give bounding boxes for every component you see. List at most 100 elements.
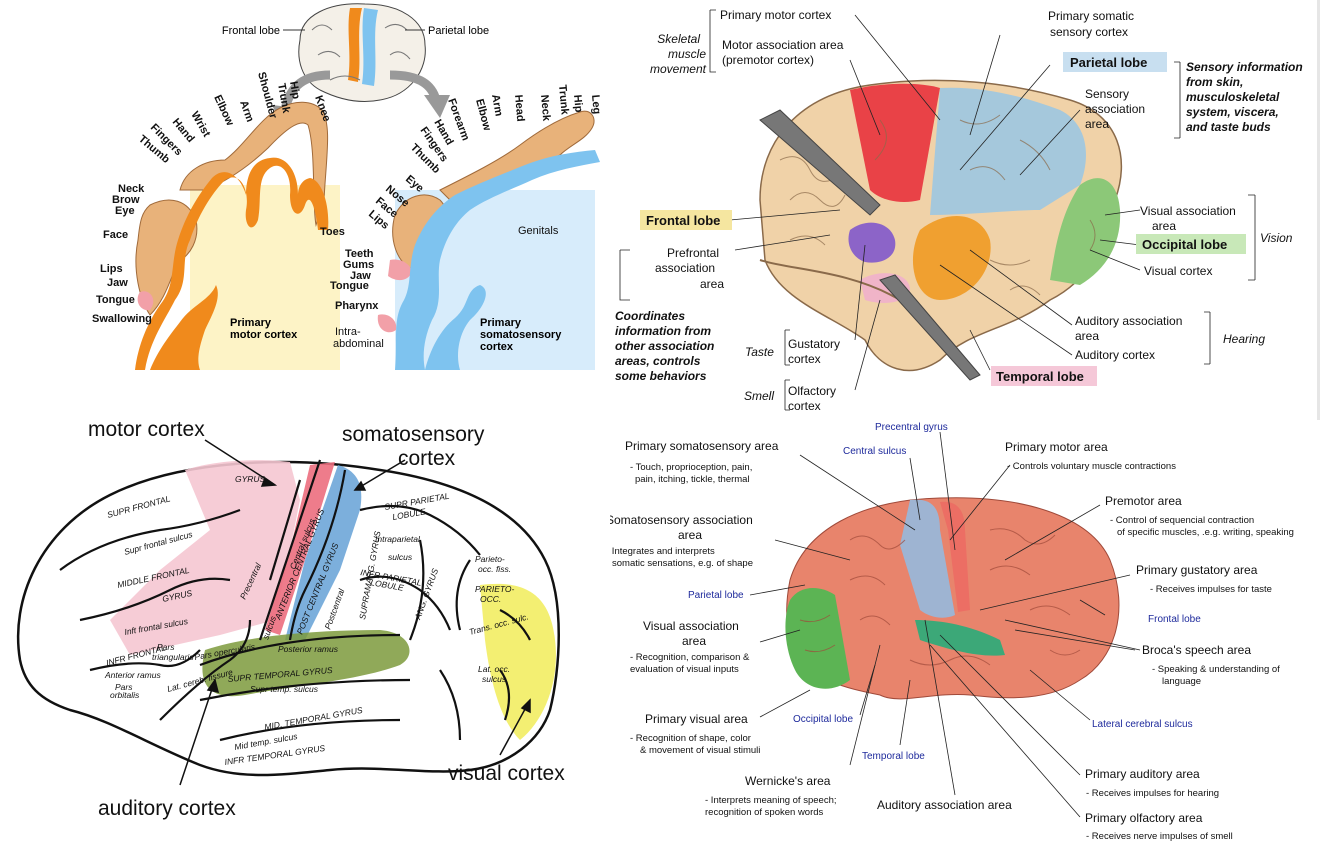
visual-assoc-label: Visual association xyxy=(1140,204,1236,218)
auditory-assoc-label: Auditory association xyxy=(1075,314,1182,328)
gyrus-label: Supr temp. sulcus xyxy=(250,684,319,694)
wernicke-desc: - Interprets meaning of speech; xyxy=(705,795,837,806)
wernicke-desc: recognition of spoken words xyxy=(705,807,824,818)
primary-somatic-label: Primary somatic xyxy=(1048,9,1134,23)
central-sulcus-label: Central sulcus xyxy=(843,446,906,457)
sensory-part-label: Gums xyxy=(343,259,374,271)
sensory-assoc-label: Sensory xyxy=(1085,87,1129,101)
sensory-info-label: and taste buds xyxy=(1186,120,1271,134)
olfactory-label: cortex xyxy=(788,399,821,413)
somatosensory-label: somatosensory xyxy=(342,423,485,446)
visual-assoc-label: area xyxy=(682,634,706,648)
somato-assoc-label: area xyxy=(678,528,702,542)
vision-label: Vision xyxy=(1260,231,1293,245)
somato-assoc-label: Somatosensory association xyxy=(610,513,753,527)
premotor-desc: of specific muscles, .e.g. writing, spea… xyxy=(1117,527,1294,538)
brain-outline xyxy=(16,459,560,777)
broca-label: Broca's speech area xyxy=(1142,643,1251,657)
sensory-part-label: abdominal xyxy=(333,338,384,350)
sensory-part-label: Trunk xyxy=(556,84,571,116)
sensory-part-label: Intra- xyxy=(335,326,361,338)
sensory-part-label: Neck xyxy=(538,94,552,122)
prefrontal-label: area xyxy=(700,277,724,291)
parietal-lobe-label: Parietal lobe xyxy=(428,25,489,37)
gyrus-label: triangularis xyxy=(152,652,194,662)
brain-illustration xyxy=(759,79,1123,381)
occipital-lobe-label: Occipital lobe xyxy=(793,714,853,725)
sensory-part-label: Pharynx xyxy=(335,300,379,312)
skeletal-label: muscle xyxy=(668,47,706,61)
primary-somato-desc: - Touch, proprioception, pain, xyxy=(630,462,752,473)
auditory-assoc-label: Auditory association area xyxy=(877,798,1012,812)
somatosensory-label: cortex xyxy=(398,447,456,470)
sensory-part-label: Genitals xyxy=(518,225,559,237)
small-brain-icon xyxy=(298,3,426,103)
lateral-sulcus-label: Lateral cerebral sulcus xyxy=(1092,719,1193,730)
coordinates-label: some behaviors xyxy=(615,369,707,383)
motor-part-label: Face xyxy=(103,229,128,241)
motor-part-label: Shoulder xyxy=(255,71,279,121)
sensory-part-label: Arm xyxy=(489,93,505,117)
broca-desc: - Speaking & understanding of xyxy=(1152,664,1280,675)
gyrus-label: occ. fiss. xyxy=(478,564,511,574)
occipital-lobe-tag: Occipital lobe xyxy=(1142,237,1227,252)
motor-assoc-label: (premotor cortex) xyxy=(722,53,814,67)
gyrus-label: PARIETO- xyxy=(475,584,515,594)
sensory-part-label: Elbow xyxy=(473,98,493,133)
primary-visual-desc: & movement of visual stimuli xyxy=(640,745,760,756)
sensory-cortex-title: cortex xyxy=(480,341,514,353)
gustatory-label: cortex xyxy=(788,352,821,366)
premotor-desc: - Control of sequencial contraction xyxy=(1110,515,1254,526)
frontal-lobe-label: Frontal lobe xyxy=(1148,614,1201,625)
sensory-info-label: musculoskeletal xyxy=(1186,90,1280,104)
panel-divider xyxy=(1317,0,1320,420)
motor-part-label: Brow xyxy=(112,194,140,206)
sensory-assoc-label: association xyxy=(1085,102,1145,116)
gyrus-label: sulcus xyxy=(482,674,507,684)
sensory-info-label: Sensory information xyxy=(1186,60,1303,74)
motor-cortex-title: Primary xyxy=(230,317,272,329)
gyrus-label: orbitalis xyxy=(110,690,140,700)
primary-somato-desc: pain, itching, tickle, thermal xyxy=(635,474,750,485)
visual-assoc-label: area xyxy=(1152,219,1176,233)
somato-assoc-desc: - Integrates and interprets xyxy=(610,546,715,557)
gyrus-label: Lat. occ. xyxy=(478,664,510,674)
sensory-part-label: Hip xyxy=(571,94,585,113)
olfactory-label: Olfactory xyxy=(788,384,836,398)
parietal-lobe-label: Parietal lobe xyxy=(688,590,744,601)
motor-part-label: Lips xyxy=(100,263,123,275)
taste-label: Taste xyxy=(745,345,774,359)
sensory-cortex-title: Primary xyxy=(480,317,522,329)
gyrus-label: OCC. xyxy=(480,594,501,604)
olfactory-desc: - Receives nerve impulses of smell xyxy=(1086,831,1233,842)
gyrus-label: GYRUS xyxy=(235,474,266,484)
olfactory-label: Primary olfactory area xyxy=(1085,811,1203,825)
gyrus-label: Parieto- xyxy=(475,554,505,564)
sensory-part-label: Tongue xyxy=(330,280,369,292)
temporal-lobe-label: Temporal lobe xyxy=(862,751,925,762)
primary-auditory-desc: - Receives impulses for hearing xyxy=(1086,788,1219,799)
auditory-assoc-label: area xyxy=(1075,329,1099,343)
hearing-label: Hearing xyxy=(1223,332,1265,346)
frontal-lobe-tag: Frontal lobe xyxy=(646,213,720,228)
motor-part-label: Arm xyxy=(237,99,256,124)
primary-motor-label: Primary motor area xyxy=(1005,440,1108,454)
sensory-info-label: system, viscera, xyxy=(1186,105,1279,119)
motor-cortex-title: motor cortex xyxy=(230,329,298,341)
sensory-assoc-label: area xyxy=(1085,117,1109,131)
precentral-label: Precentral gyrus xyxy=(875,422,948,433)
coordinates-label: information from xyxy=(615,324,711,338)
motor-cortex-label: motor cortex xyxy=(88,420,205,441)
homunculus-panel: Frontal lobe Parietal lobe Knee Hip Trun… xyxy=(0,0,610,420)
smell-label: Smell xyxy=(744,389,774,403)
motor-part-label: Neck xyxy=(118,183,145,195)
temporal-lobe-tag: Temporal lobe xyxy=(996,369,1084,384)
primary-motor-label: Primary motor cortex xyxy=(720,8,831,22)
gyrus-label: Anterior ramus xyxy=(104,670,161,680)
visual-assoc-desc: evaluation of visual inputs xyxy=(630,664,739,675)
parietal-lobe-tag: Parietal lobe xyxy=(1070,55,1147,70)
motor-assoc-label: Motor association area xyxy=(722,38,844,52)
motor-part-label: Hip xyxy=(287,80,302,100)
sensory-part-label: Leg xyxy=(589,94,603,115)
motor-part-label: Swallowing xyxy=(92,313,152,325)
